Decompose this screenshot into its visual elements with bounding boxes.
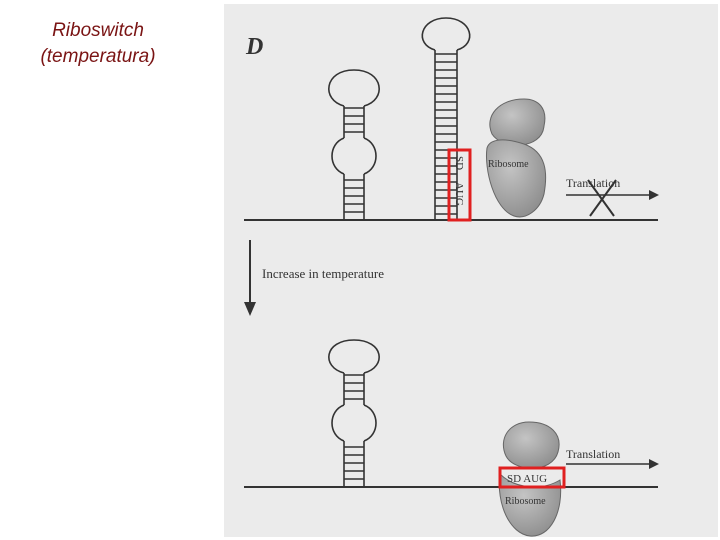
sd-aug-label-bottom: SD AUG xyxy=(507,473,547,485)
translation-label-bottom: Translation xyxy=(566,447,620,461)
step-label: Increase in temperature xyxy=(262,266,384,281)
figure-panel: D xyxy=(224,4,718,537)
ribosome-label-top: Ribosome xyxy=(488,159,529,170)
riboswitch-diagram: D xyxy=(224,4,718,537)
ribosome-label-bottom: Ribosome xyxy=(505,496,546,507)
slide-title-line-1: Riboswitch xyxy=(8,18,188,44)
sd-label-top: SD xyxy=(453,156,465,170)
ribosome-top xyxy=(486,99,545,217)
panel-label: D xyxy=(245,34,263,60)
small-hairpin-top xyxy=(329,70,379,220)
slide-title-line-2: (temperatura) xyxy=(8,44,188,70)
translation-arrowhead-bottom xyxy=(649,459,659,469)
step-arrowhead xyxy=(244,302,256,316)
small-hairpin-bottom xyxy=(329,340,379,487)
slide-title: Riboswitch (temperatura) xyxy=(8,18,188,70)
aug-label-top: AUG xyxy=(453,182,465,206)
translation-arrowhead-top xyxy=(649,190,659,200)
